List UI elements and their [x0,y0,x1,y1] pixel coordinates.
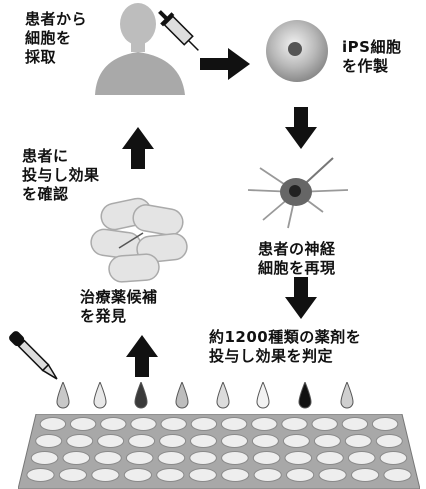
plate-well [341,417,369,431]
plate-well [190,434,217,448]
plate-well [316,451,344,465]
dropper-icon [9,331,58,380]
plate-well [347,451,376,465]
plate-well [379,451,408,465]
plate-well [220,417,248,431]
plate-well [221,468,250,482]
step-confirm-effect: 患者に 投与し効果 を確認 [22,147,100,203]
plate-well [284,451,313,465]
plate-well [221,434,248,448]
plate-well [35,434,63,448]
plate-well [251,434,279,448]
plate-well [30,451,59,465]
plate-well [190,417,218,431]
plate-well [318,468,347,482]
plate-well [286,468,315,482]
plate-well [282,434,310,448]
plate-well [221,451,249,465]
plate-well [253,468,282,482]
plate-well [91,468,120,482]
plate-well [130,417,157,431]
plate-well [189,451,217,465]
arrow-down-icon [285,107,317,149]
patient-silhouette-icon [95,3,185,95]
plate-well [375,434,403,448]
step-make-ips: iPS細胞 を作製 [342,38,402,75]
plate-well [160,417,187,431]
step-test-drugs: 約1200種類の薬剤を 投与し効果を判定 [209,328,362,365]
droplets-row [56,382,354,409]
arrow-down-icon [285,277,317,319]
plate-well [39,417,67,431]
step-reproduce-neurons: 患者の神経 細胞を再現 [258,240,336,277]
ips-cell-icon [266,20,328,82]
plate-well [156,468,185,482]
plate-well [311,417,338,431]
plate-well [159,434,187,448]
plate-well [97,434,125,448]
arrow-up-icon [126,335,158,377]
plate-well [252,451,281,465]
plate-well [251,417,278,431]
plate-well [100,417,127,431]
step-collect-cells: 患者から 細胞を 採取 [25,10,88,66]
syringe-icon [158,10,199,51]
plate-well [125,451,154,465]
neuron-icon [247,157,349,229]
plate-well [157,451,186,465]
plate-well [62,451,91,465]
plate-well [58,468,88,482]
plate-well [188,468,217,482]
step-find-candidate: 治療薬候補 を発見 [80,288,158,325]
plate-well [383,468,412,482]
plate-well [66,434,94,448]
plate-well [344,434,372,448]
plate-well [94,451,122,465]
plate-well [313,434,341,448]
plate-well [281,417,308,431]
plate-well [26,468,55,482]
plate-well [371,417,399,431]
plate-well [69,417,97,431]
arrow-up-icon [122,127,154,169]
plate-well [123,468,153,482]
well-plate-icon [18,414,420,489]
plate-well [351,468,380,482]
plate-well [128,434,156,448]
pill-tablets-icon [90,197,188,283]
arrow-right-icon [200,48,250,80]
